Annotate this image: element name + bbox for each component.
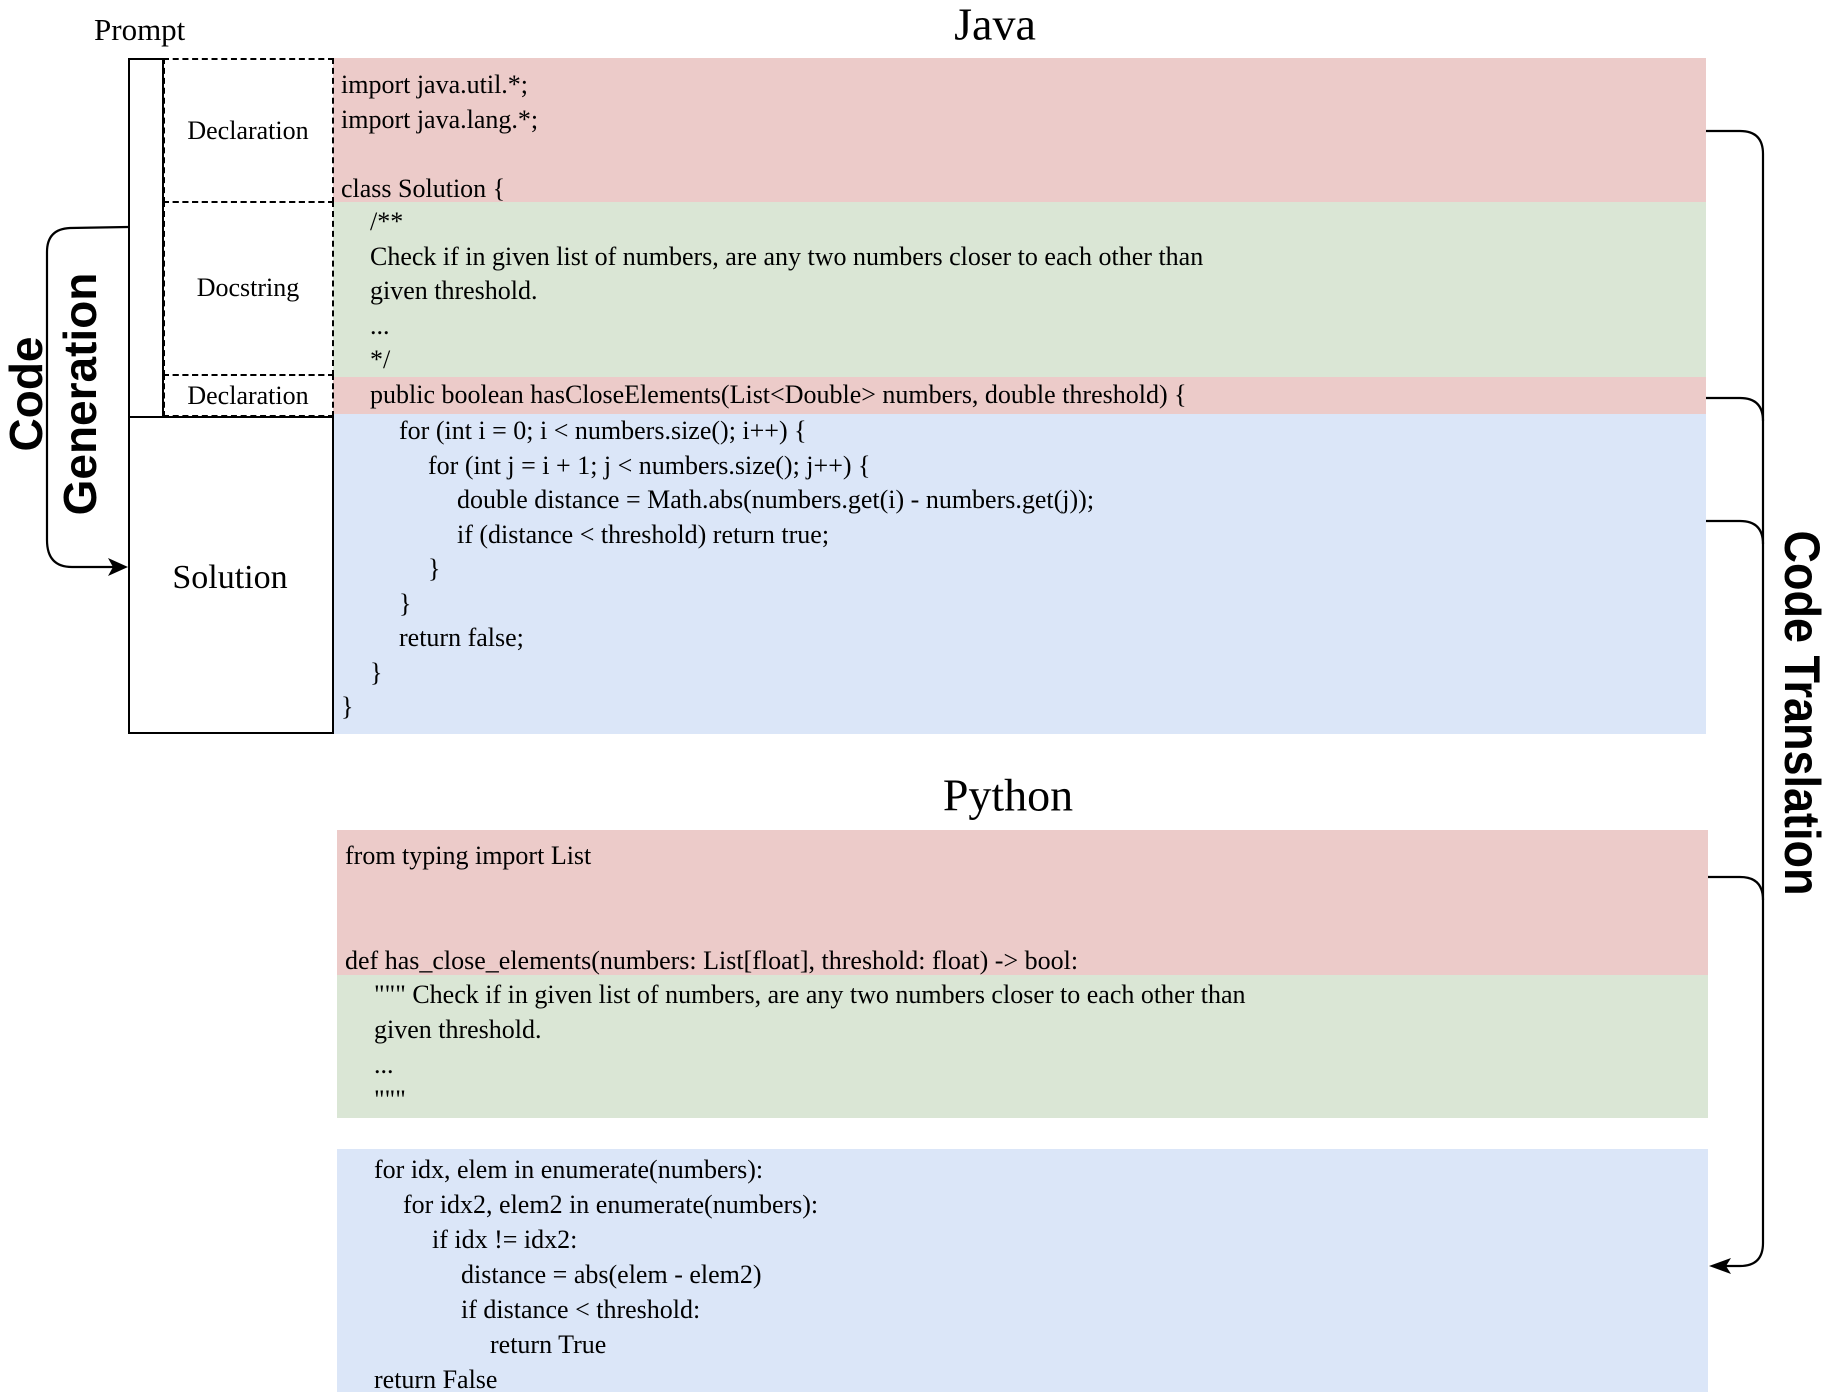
java-declaration-section: import java.util.*; import java.lang.*; cl… <box>333 58 1706 203</box>
code-line: for (int i = 0; i < numbers.size(); i++)… <box>399 416 807 445</box>
python-code-block: from typing import List def has_close_ele… <box>337 830 1708 1394</box>
code-line: public boolean hasCloseElements(List<Dou… <box>370 380 1187 409</box>
code-generation-arrowhead <box>108 558 128 576</box>
java-method-declaration-section: public boolean hasCloseElements(List<Dou… <box>333 377 1706 414</box>
code-line: ... <box>370 310 390 340</box>
declaration2-label: Declaration <box>187 381 309 410</box>
code-line: given threshold. <box>374 1015 542 1044</box>
code-line: """ <box>374 1085 406 1114</box>
code-line: def has_close_elements(numbers: List[flo… <box>345 946 1079 975</box>
code-generation-bracket <box>45 225 129 569</box>
python-declaration-section: from typing import List def has_close_ele… <box>337 830 1708 975</box>
code-line: """ Check if in given list of numbers, a… <box>374 980 1246 1009</box>
code-line: return false; <box>399 623 524 652</box>
code-line: Check if in given list of numbers, are a… <box>370 241 1204 271</box>
code-line: } <box>428 554 441 583</box>
code-line: distance = abs(elem - elem2) <box>461 1260 762 1289</box>
code-line: */ <box>370 345 391 374</box>
python-docstring-section: """ Check if in given list of numbers, a… <box>337 975 1708 1118</box>
python-solution-section: for idx, elem in enumerate(numbers): for … <box>337 1149 1708 1394</box>
solution-box <box>128 416 334 734</box>
translation-bracket-java-solution <box>1706 519 1765 545</box>
java-title: Java <box>954 0 1036 50</box>
translation-bracket-java-method <box>1706 396 1765 422</box>
code-line: for idx, elem in enumerate(numbers): <box>374 1155 764 1184</box>
solution-label: Solution <box>172 559 288 596</box>
python-title: Python <box>942 769 1074 821</box>
code-line: if idx != idx2: <box>432 1225 578 1254</box>
code-line: import java.util.*; <box>341 70 529 99</box>
java-docstring-section: /** Check if in given list of numbers, ar… <box>333 202 1706 377</box>
code-line: } <box>341 692 354 721</box>
translation-bracket-python <box>1708 875 1765 901</box>
code-line: ... <box>374 1050 394 1079</box>
java-code-block: import java.util.*; import java.lang.*; cl… <box>333 58 1706 734</box>
code-line: return True <box>490 1330 607 1359</box>
code-line: } <box>399 588 412 618</box>
prompt-label: Prompt <box>94 12 186 47</box>
docstring-label: Docstring <box>196 273 300 302</box>
declaration-label: Declaration <box>187 116 309 145</box>
code-line: from typing import List <box>345 841 592 870</box>
code-line: double distance = Math.abs(numbers.get(i… <box>457 485 1095 514</box>
code-line: if (distance < threshold) return true; <box>457 519 830 549</box>
code-line: return False <box>374 1365 498 1394</box>
code-line: for idx2, elem2 in enumerate(numbers): <box>403 1190 819 1219</box>
code-line: given threshold. <box>370 276 538 305</box>
java-solution-section: for (int i = 0; i < numbers.size(); i++)… <box>333 414 1706 734</box>
translation-bracket-java-declaration <box>1706 129 1765 1268</box>
code-line: } <box>370 657 383 687</box>
code-translation-arrowhead <box>1709 1258 1731 1274</box>
code-line: class Solution { <box>341 173 506 203</box>
code-line: if distance < threshold: <box>461 1295 701 1324</box>
code-line: /** <box>370 207 404 236</box>
code-line: for (int j = i + 1; j < numbers.size(); … <box>428 450 871 480</box>
code-line: import java.lang.*; <box>341 104 539 134</box>
